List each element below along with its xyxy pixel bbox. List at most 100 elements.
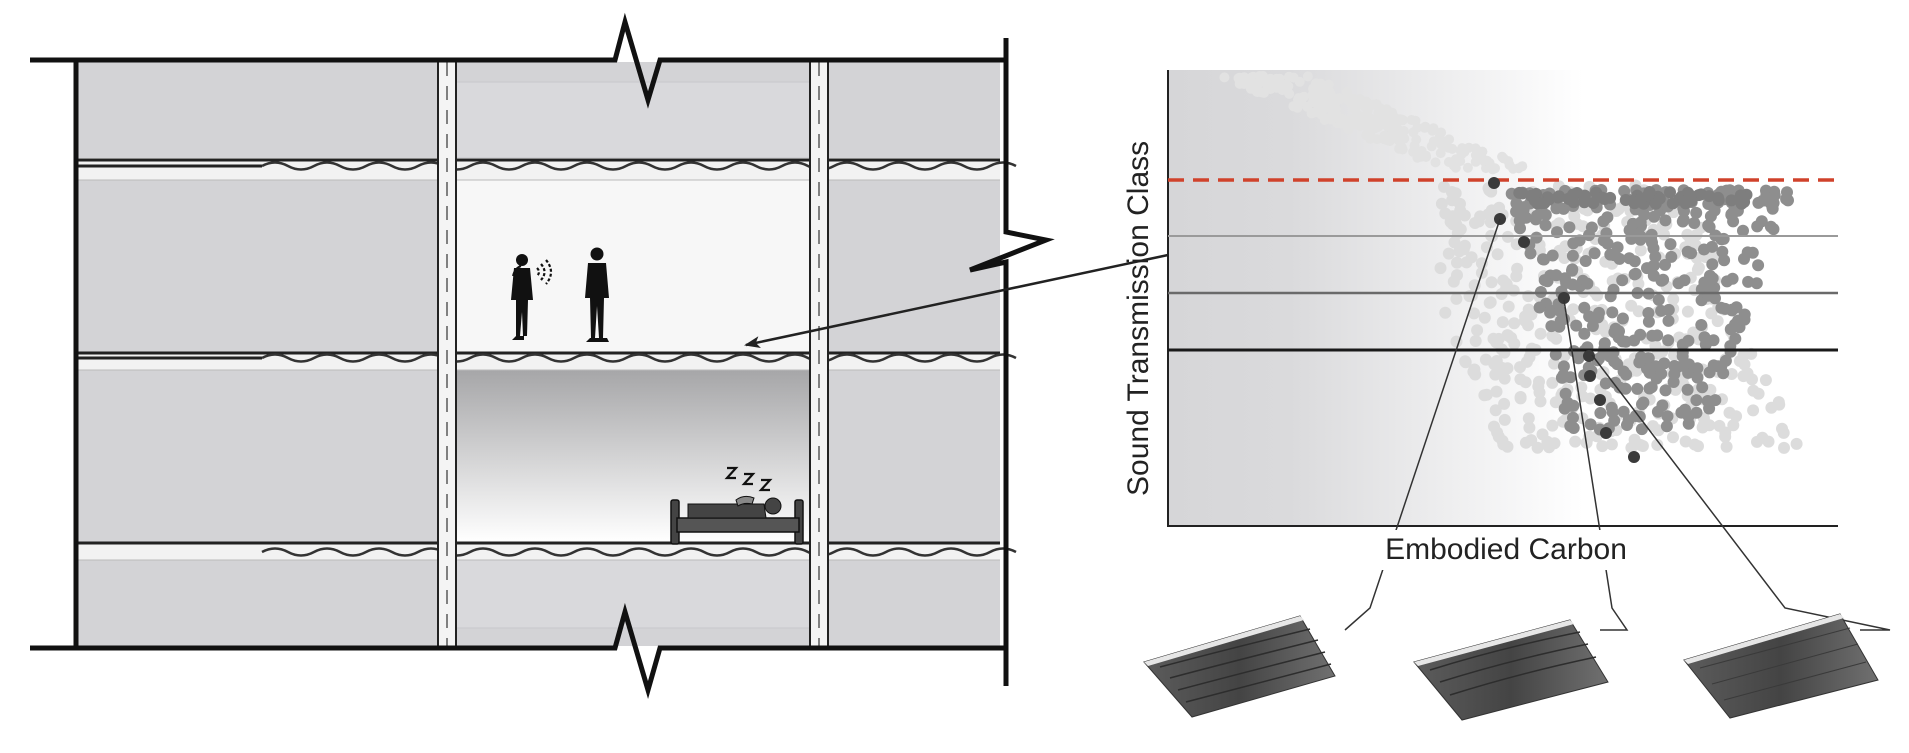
scatter-point-light	[1462, 162, 1473, 173]
person-talking-icon	[511, 254, 533, 340]
scatter-point-mid	[1643, 382, 1656, 395]
scatter-point-light	[1533, 244, 1546, 257]
scatter-point-light	[1482, 208, 1495, 221]
scatter-point-light	[1514, 392, 1527, 405]
scatter-point-mid	[1637, 396, 1650, 409]
scatter-point-mid	[1635, 192, 1648, 205]
scatter-point-light	[1691, 263, 1704, 276]
sound-waves-icon	[536, 259, 553, 285]
scatter-point-light	[1442, 247, 1455, 260]
scatter-point-mid	[1752, 259, 1765, 272]
scatter-point-light	[1415, 151, 1426, 162]
scatter-point-light	[1334, 94, 1345, 104]
scatter-point-light	[1219, 72, 1230, 83]
scatter-point-highlighted	[1558, 292, 1570, 304]
scatter-point-light	[1625, 299, 1638, 312]
scatter-point-light	[1727, 419, 1740, 432]
sleeping-person-icon	[687, 495, 782, 519]
scatter-point-light	[1379, 130, 1390, 141]
scatter-point-mid	[1550, 269, 1563, 282]
scatter-point-mid	[1570, 319, 1583, 332]
section-outline	[30, 12, 1055, 699]
scatter-point-mid	[1741, 246, 1754, 259]
scatter-point-light	[1439, 306, 1452, 319]
scatter-point-mid	[1729, 318, 1741, 331]
scatter-point-light	[1343, 115, 1354, 126]
scatter-point-mid	[1690, 206, 1703, 219]
scatter-point-mid	[1690, 394, 1703, 407]
scatter-point-light	[1747, 384, 1760, 397]
scatter-point-mid	[1661, 410, 1674, 423]
scatter-point-mid	[1605, 401, 1618, 414]
scatter-point-mid	[1529, 213, 1542, 226]
scatter-point-mid	[1593, 306, 1605, 319]
points-dark-group	[1488, 177, 1640, 463]
scatter-point-light	[1723, 406, 1736, 419]
scatter-point-mid	[1659, 214, 1672, 227]
scatter-point-mid	[1579, 255, 1592, 267]
scatter-point-light	[1498, 397, 1511, 410]
scatter-point-light	[1681, 228, 1694, 241]
scatter-point-light	[1479, 353, 1492, 366]
scatter-point-mid	[1659, 258, 1671, 271]
scatter-point-light	[1451, 227, 1464, 240]
scatter-point-light	[1489, 404, 1502, 417]
scatter-point-light	[1484, 296, 1497, 309]
scatter-point-mid	[1653, 192, 1666, 205]
scatter-point-mid	[1682, 417, 1695, 430]
scatter-point-mid	[1533, 301, 1546, 314]
scatter-point-mid	[1635, 351, 1648, 364]
scatter-point-mid	[1646, 329, 1659, 342]
scatter-point-mid	[1643, 186, 1656, 198]
scatter-point-light	[1438, 180, 1450, 193]
scatter-point-light	[1410, 115, 1421, 126]
scatter-point-mid	[1567, 188, 1580, 201]
scatter-point-light	[1397, 144, 1408, 155]
scatter-point-mid	[1623, 252, 1636, 265]
scatter-point-mid	[1695, 319, 1708, 331]
scatter-point-light	[1471, 324, 1484, 337]
scatter-point-light	[1449, 187, 1462, 200]
sleep-z-icon	[724, 466, 773, 492]
scatter-point-light	[1667, 431, 1679, 444]
scatter-point-light	[1293, 94, 1303, 105]
scatter-point-light	[1408, 127, 1419, 138]
scatter-point-light	[1493, 201, 1506, 214]
scatter-point-mid	[1677, 359, 1689, 372]
scatter-point-highlighted	[1600, 427, 1612, 439]
scatter-point-light	[1478, 389, 1491, 402]
scatter-point-light	[1632, 277, 1645, 290]
scatter-point-light	[1522, 319, 1534, 332]
scatter-point-mid	[1558, 370, 1571, 383]
scatter-point-light	[1697, 419, 1710, 432]
scatter-point-light	[1508, 337, 1521, 350]
scatter-point-mid	[1709, 394, 1722, 407]
scatter-point-light	[1315, 95, 1325, 106]
bed-icon	[670, 499, 804, 545]
scatter-point-light	[1245, 83, 1256, 94]
scatter-point-light	[1667, 293, 1680, 306]
scatter-point-mid	[1551, 191, 1564, 204]
panel-design-3	[1683, 613, 1879, 719]
scatter-point-light	[1279, 79, 1290, 90]
scatter-point-light	[1741, 367, 1754, 380]
scatter-point-mid	[1549, 348, 1562, 361]
scatter-point-light	[1450, 154, 1461, 165]
scatter-point-light	[1497, 151, 1508, 162]
scatter-point-light	[1324, 87, 1335, 98]
scatter-point-light	[1365, 113, 1376, 124]
scatter-point-mid	[1667, 376, 1680, 388]
scatter-point-mid	[1546, 249, 1559, 262]
scatter-point-mid	[1544, 306, 1557, 319]
scatter-point-mid	[1675, 406, 1688, 419]
scatter-point-mid	[1616, 274, 1629, 287]
scatter-point-mid	[1719, 302, 1732, 315]
y-axis-label: Sound Transmission Class	[1122, 141, 1155, 496]
scatter-point-mid	[1530, 187, 1543, 200]
scatter-point-light	[1719, 426, 1732, 439]
scatter-point-mid	[1768, 189, 1781, 202]
scatter-point-mid	[1715, 360, 1728, 373]
scatter-point-light	[1498, 372, 1511, 385]
scatter-point-mid	[1616, 312, 1629, 325]
scatter-point-light	[1759, 374, 1772, 387]
